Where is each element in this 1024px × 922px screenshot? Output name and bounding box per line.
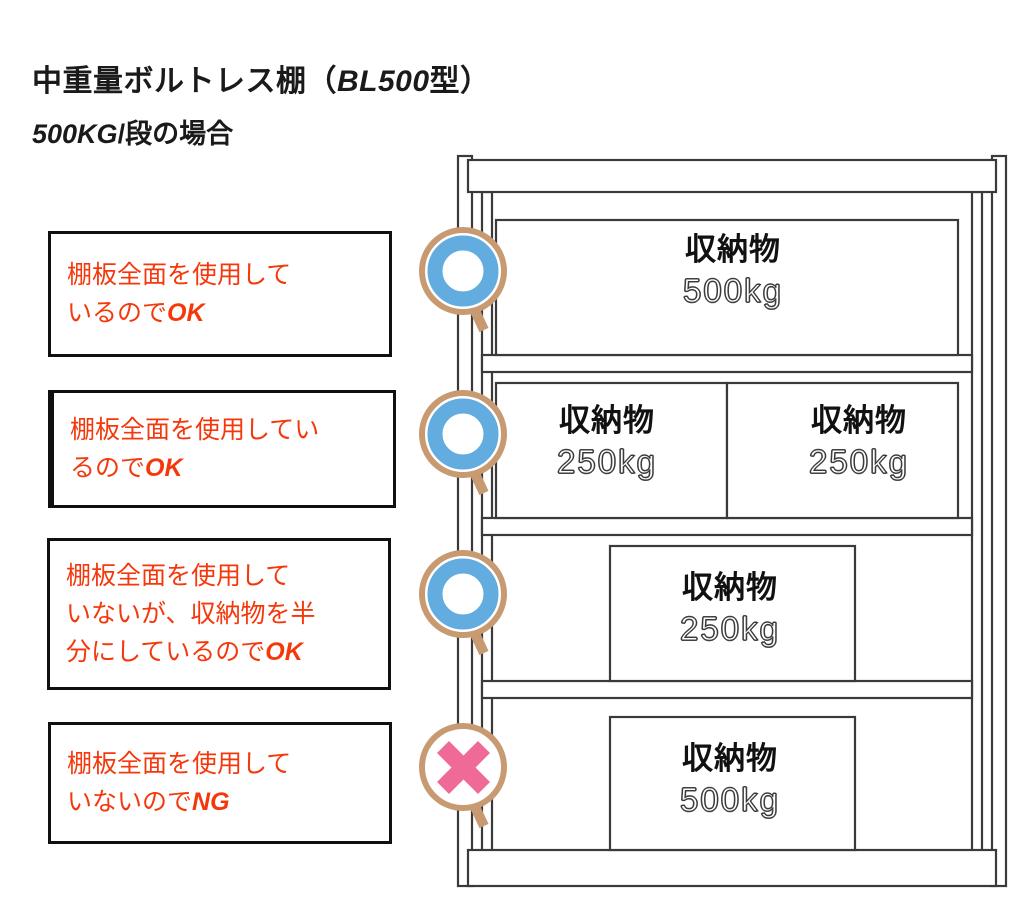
- shelf-rack-illustration: [440, 150, 1024, 898]
- callout-verdict: OK: [167, 299, 205, 327]
- callout-line-text: 棚板全面を使用してい: [70, 416, 320, 444]
- load-box-shelf-2-left: [494, 381, 729, 520]
- callout-box-shelf-2: 棚板全面を使用してい るのでOK: [48, 390, 396, 508]
- load-box-shelf-4: [608, 715, 857, 852]
- callout-line: 棚板全面を使用して: [67, 256, 375, 294]
- marker-shelf-4: [418, 722, 510, 834]
- callout-line-text: いないが、収納物を半: [66, 600, 316, 628]
- page-subtitle: 500KG/段の場合: [32, 112, 233, 151]
- marker-shelf-2: [418, 389, 510, 501]
- rack-beam-shelf-2: [480, 516, 974, 537]
- callout-line: 棚板全面を使用して: [67, 745, 375, 783]
- callout-box-shelf-3: 棚板全面を使用して いないが、収納物を半 分にしているのでOK: [47, 538, 391, 690]
- callout-line-text: 棚板全面を使用して: [66, 562, 291, 590]
- callout-line-text: 分にしているので: [66, 638, 266, 666]
- page-title-suffix: 型）: [429, 65, 491, 98]
- load-box-shelf-1: [494, 218, 960, 357]
- callout-verdict: OK: [265, 638, 303, 666]
- callout-line: いるのでOK: [67, 294, 375, 332]
- callout-line-text: 棚板全面を使用して: [67, 750, 292, 778]
- magnifier-cross-ng-icon: [419, 723, 507, 829]
- page-subtitle-weight: 500KG: [32, 119, 118, 149]
- rack-beam-shelf-1: [480, 353, 974, 374]
- rack-post-outer-left: [456, 154, 474, 888]
- marker-shelf-3: [418, 549, 510, 661]
- marker-shelf-1: [418, 226, 510, 338]
- callout-verdict: NG: [192, 788, 230, 816]
- callout-box-shelf-1: 棚板全面を使用して いるのでOK: [48, 231, 392, 357]
- rack-post-outer-right: [990, 154, 1008, 888]
- callout-line-text: いないので: [67, 788, 193, 816]
- load-box-shelf-3: [608, 544, 857, 683]
- callout-line-text: 棚板全面を使用して: [67, 261, 292, 289]
- callout-line: 分にしているのでOK: [66, 633, 374, 671]
- page-title-model: BL500: [337, 65, 430, 98]
- callout-line-text: るので: [70, 454, 146, 482]
- callout-line: いないのでNG: [67, 783, 375, 821]
- callout-line: いないが、収納物を半: [66, 595, 374, 633]
- magnifier-circle-ok-icon: [419, 550, 507, 656]
- magnifier-circle-ok-icon: [419, 227, 507, 333]
- callout-verdict: OK: [145, 454, 183, 482]
- page-title: 中重量ボルトレス棚（BL500型）: [32, 56, 491, 100]
- rack-beam-bottom: [466, 848, 998, 888]
- callout-box-shelf-4: 棚板全面を使用して いないのでNG: [48, 722, 392, 844]
- page-subtitle-rest: /段の場合: [117, 119, 234, 149]
- rack-beam-top: [466, 158, 998, 194]
- callout-line-text: いるので: [67, 299, 168, 327]
- callout-line: るのでOK: [70, 449, 379, 487]
- rack-post-inner-right: [970, 190, 984, 854]
- callout-line: 棚板全面を使用して: [66, 557, 374, 595]
- rack-beam-shelf-3: [480, 679, 974, 700]
- magnifier-circle-ok-icon: [419, 390, 507, 496]
- callout-line: 棚板全面を使用してい: [70, 411, 379, 449]
- page-title-prefix: 中重量ボルトレス棚（: [32, 65, 337, 98]
- load-box-shelf-2-right: [725, 381, 960, 520]
